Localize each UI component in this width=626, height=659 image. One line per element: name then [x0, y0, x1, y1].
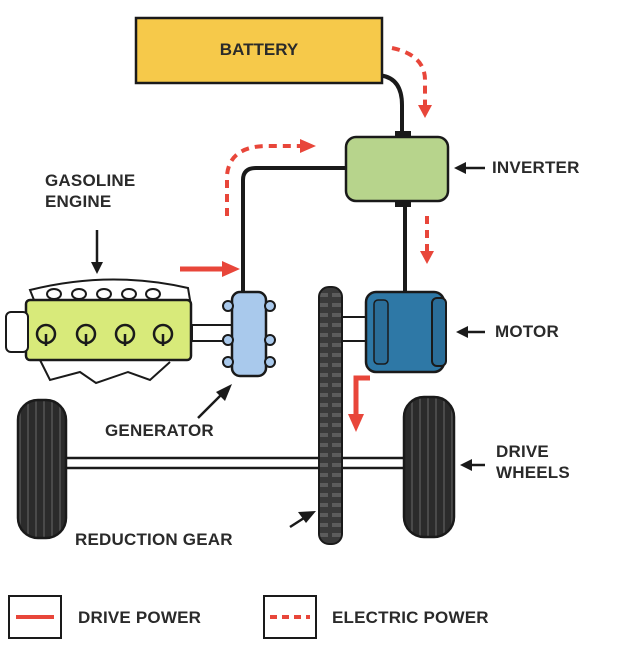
right-wheel [402, 395, 456, 539]
legend-electric-power-label: ELECTRIC POWER [332, 608, 489, 627]
gasoline-engine [5, 278, 193, 385]
legend [8, 595, 317, 639]
drive-wheels-label: DRIVE WHEELS [496, 442, 570, 482]
reduction-gear-label: REDUCTION GEAR [75, 530, 233, 549]
label-pointers [91, 162, 485, 529]
generator-inverter-wire [241, 166, 346, 292]
gasoline-engine-label: GASOLINE ENGINE [45, 171, 136, 211]
battery-label: BATTERY [219, 40, 299, 59]
battery-box [134, 16, 384, 85]
left-wheel [16, 398, 68, 540]
legend-drive-power-label: DRIVE POWER [78, 608, 202, 627]
motor-label: MOTOR [495, 322, 559, 341]
drive-power-arrows [180, 261, 370, 432]
reduction-gear [318, 286, 343, 545]
inverter-box [344, 135, 450, 203]
generator-label: GENERATOR [105, 421, 214, 440]
motor [364, 290, 447, 374]
axle [53, 456, 427, 470]
inverter-label: INVERTER [492, 158, 580, 177]
battery-inverter-wire [374, 73, 404, 138]
electric-power-arrows [225, 46, 429, 252]
generator [222, 290, 276, 378]
